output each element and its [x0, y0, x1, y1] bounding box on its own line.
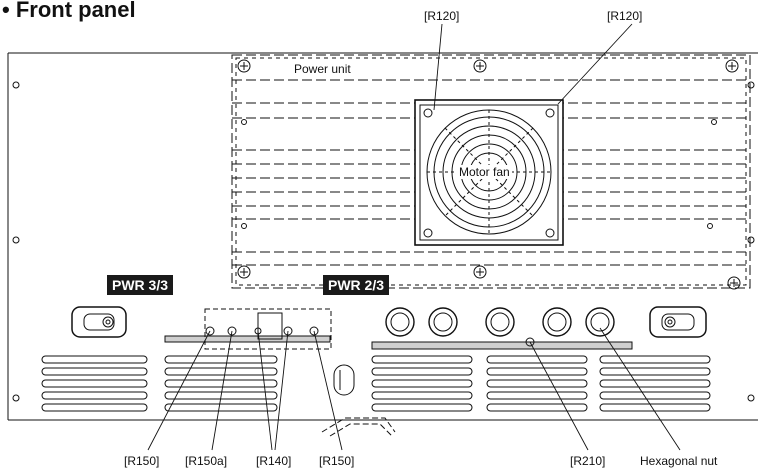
screw-icon: [237, 265, 251, 279]
pwr-2-3-bracket: [371, 337, 633, 350]
callout-r150-right: [R150]: [319, 454, 355, 468]
screw-icon: [725, 59, 739, 73]
cable-clamp: [333, 364, 355, 396]
callout-r140: [R140]: [256, 454, 292, 468]
pwr-2-3-label: PWR 2/3: [323, 275, 390, 295]
screw-icon: [473, 265, 487, 279]
screw-icon: [237, 59, 251, 73]
handle-icon: [649, 306, 707, 338]
motor-fan-label: Motor fan: [457, 165, 512, 179]
connector-icon: [428, 307, 458, 337]
handle-icon: [71, 306, 127, 338]
power-unit-label: Power unit: [292, 62, 353, 76]
connector-icon: [385, 307, 415, 337]
callout-r210: [R210]: [570, 454, 606, 468]
callout-r120-left: [R120]: [424, 9, 460, 23]
bottom-foot: [321, 417, 396, 437]
screw-icon: [727, 276, 741, 290]
callout-hexagonal-nut: Hexagonal nut: [640, 454, 718, 468]
connector-icon: [542, 307, 572, 337]
callout-r150a: [R150a]: [185, 454, 228, 468]
callout-r120-right: [R120]: [607, 9, 643, 23]
connector-icon: [485, 307, 515, 337]
small-screw-icon: [241, 119, 717, 229]
connector-icon: [585, 307, 615, 337]
chassis-outline: [7, 52, 758, 421]
page-title: • Front panel: [2, 0, 136, 22]
vent-slot-icon: [371, 355, 711, 412]
pwr-3-3-bracket: [164, 308, 332, 350]
callout-r150-left: [R150]: [124, 454, 160, 468]
screw-icon: [473, 59, 487, 73]
pwr-3-3-label: PWR 3/3: [107, 275, 174, 295]
vent-slot-icon: [41, 355, 278, 412]
leader-lines: [147, 23, 681, 451]
